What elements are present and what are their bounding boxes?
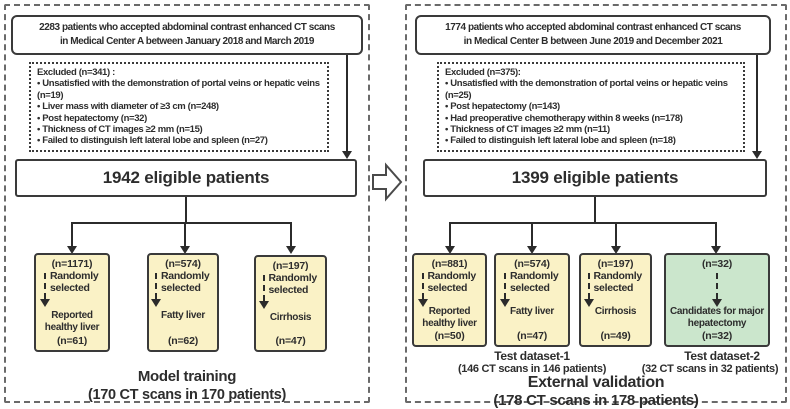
cohort-line-2: in Medical Center A between January 2018… bbox=[59, 36, 315, 47]
eligible-patients-box: 1942 eligible patients bbox=[15, 159, 357, 197]
test-dataset-1-caption: Test dataset-1 bbox=[494, 349, 570, 363]
excluded-criteria-box: Excluded (n=341) : • Unsatisfied with th… bbox=[29, 62, 329, 152]
group-result-count: (n=49) bbox=[600, 330, 631, 342]
group-count: (n=881) bbox=[431, 258, 468, 270]
cohort-line-2: in Medical Center B between June 2019 an… bbox=[463, 36, 723, 47]
model-training-caption: Model training bbox=[137, 368, 237, 385]
group-box-cirrhosis: (n=197) Randomly selected Cirrhosis (n=4… bbox=[254, 255, 327, 352]
selection-label: Randomly selected bbox=[268, 272, 318, 297]
dashed-down-arrow-icon bbox=[417, 273, 428, 307]
excluded-item: • Failed to distinguish left lateral lob… bbox=[445, 135, 676, 147]
dashed-down-arrow-icon bbox=[712, 273, 722, 307]
excluded-item: • Unsatisfied with the demonstration of … bbox=[37, 78, 320, 101]
excluded-item: • Post hepatectomy (n=32) bbox=[37, 112, 147, 124]
down-arrow-to-cirrhosis bbox=[286, 222, 296, 254]
selection-label: Randomly selected bbox=[161, 270, 210, 295]
selection-label: Randomly selected bbox=[50, 270, 99, 295]
elbow-connector-stem bbox=[185, 197, 187, 224]
cohort-line-1: 1774 patients who accepted abdominal con… bbox=[445, 22, 741, 33]
test-dataset-1-subcaption: (146 CT scans in 146 patients) bbox=[457, 363, 607, 375]
excluded-item: • Thickness of CT images ≥2 mm (n=15) bbox=[37, 123, 203, 135]
eligible-patients-box: 1399 eligible patients bbox=[423, 159, 767, 197]
group-count: (n=574) bbox=[514, 258, 550, 270]
eligible-patients-label: 1399 eligible patients bbox=[511, 168, 679, 187]
group-label: Reported healthy liver bbox=[422, 306, 477, 329]
group-result-count: (n=47) bbox=[275, 335, 306, 347]
test-dataset-2-subcaption: (32 CT scans in 32 patients) bbox=[641, 363, 779, 375]
dashed-down-arrow-icon bbox=[40, 273, 50, 307]
group-result-count: (n=61) bbox=[56, 335, 88, 347]
selection-label: Randomly selected bbox=[593, 270, 643, 295]
dashed-down-arrow-icon bbox=[500, 273, 510, 307]
random-selection: Randomly selected bbox=[40, 270, 100, 310]
external-validation-caption: External validation bbox=[527, 374, 665, 391]
cohort-line-1: 2283 patients who accepted abdominal con… bbox=[39, 22, 335, 33]
down-arrow-to-cirrhosis bbox=[611, 222, 621, 254]
group-box-hepatectomy-candidates: (n=32) Candidates for major hepatectomy … bbox=[664, 253, 770, 347]
excluded-item: • Failed to distinguish left lateral lob… bbox=[37, 135, 268, 147]
down-arrow-to-healthy-liver bbox=[445, 222, 455, 254]
elbow-connector-branch bbox=[449, 222, 717, 224]
model-training-subcaption: (170 CT scans in 170 patients) bbox=[87, 387, 287, 403]
elbow-connector-branch bbox=[71, 222, 292, 224]
eligible-patients-label: 1942 eligible patients bbox=[102, 168, 270, 187]
group-result-count: (n=62) bbox=[167, 335, 199, 347]
dashed-down-arrow-icon bbox=[151, 273, 161, 307]
group-box-healthy-liver: (n=881) Randomly selected Reported healt… bbox=[412, 253, 487, 347]
group-box-cirrhosis: (n=197) Randomly selected Cirrhosis (n=4… bbox=[579, 253, 652, 347]
excluded-title: Excluded (n=375): bbox=[445, 67, 521, 78]
group-result-count: (n=32) bbox=[701, 330, 733, 342]
external-validation-subcaption: (178 CT scans in 178 patients) bbox=[493, 392, 699, 409]
group-label: Cirrhosis bbox=[594, 306, 637, 317]
group-count: (n=1171) bbox=[51, 258, 93, 270]
block-arrow-icon bbox=[372, 162, 403, 202]
group-count: (n=32) bbox=[701, 258, 733, 270]
excluded-criteria-box: Excluded (n=375): • Unsatisfied with the… bbox=[437, 62, 745, 152]
group-box-fatty-liver: (n=574) Randomly selected Fatty liver (n… bbox=[494, 253, 570, 347]
random-selection: Randomly selected bbox=[258, 272, 319, 312]
down-arrow-to-fatty-liver bbox=[180, 222, 190, 254]
test-dataset-2-caption: Test dataset-2 bbox=[684, 349, 760, 363]
excluded-item: • Had preoperative chemotherapy within 8… bbox=[445, 112, 683, 124]
elbow-connector-stem bbox=[594, 197, 596, 224]
excluded-item: • Thickness of CT images ≥2 mm (n=11) bbox=[445, 123, 610, 135]
panel-external-validation: 1774 patients who accepted abdominal con… bbox=[405, 4, 787, 409]
selection-label: Randomly selected bbox=[510, 270, 559, 295]
down-arrow-to-healthy-liver bbox=[67, 222, 77, 254]
random-selection: Randomly selected bbox=[151, 270, 211, 310]
selection-flow bbox=[712, 270, 722, 307]
dashed-down-arrow-icon bbox=[258, 275, 269, 309]
cohort-box-center-b: 1774 patients who accepted abdominal con… bbox=[415, 15, 771, 55]
random-selection: Randomly selected bbox=[417, 270, 478, 307]
random-selection: Randomly selected bbox=[583, 270, 644, 307]
group-result-count: (n=50) bbox=[434, 330, 465, 342]
group-count: (n=197) bbox=[272, 260, 309, 272]
group-box-fatty-liver: (n=574) Randomly selected Fatty liver (n… bbox=[147, 253, 219, 352]
group-count: (n=197) bbox=[597, 258, 634, 270]
group-label: Cirrhosis bbox=[269, 312, 312, 323]
group-label: Fatty liver bbox=[161, 310, 205, 321]
excluded-item: • Liver mass with diameter of ≥3 cm (n=2… bbox=[37, 101, 219, 113]
down-arrow-cohort-to-eligible bbox=[752, 55, 762, 159]
group-result-count: (n=47) bbox=[516, 330, 548, 342]
cohort-box-center-a: 2283 patients who accepted abdominal con… bbox=[11, 15, 363, 55]
group-label: Fatty liver bbox=[510, 306, 554, 317]
group-label: Candidates for major hepatectomy bbox=[669, 306, 765, 329]
excluded-item: • Post hepatectomy (n=143) bbox=[445, 101, 560, 113]
excluded-title: Excluded (n=341) : bbox=[37, 67, 115, 78]
down-arrow-to-hepatectomy bbox=[711, 222, 721, 254]
down-arrow-cohort-to-eligible bbox=[342, 55, 352, 159]
down-arrow-to-fatty-liver bbox=[527, 222, 537, 254]
selection-label: Randomly selected bbox=[427, 270, 477, 295]
group-box-healthy-liver: (n=1171) Randomly selected Reported heal… bbox=[34, 253, 110, 352]
excluded-item: • Unsatisfied with the demonstration of … bbox=[445, 78, 728, 101]
group-label: Reported healthy liver bbox=[44, 310, 100, 333]
panel-model-training: 2283 patients who accepted abdominal con… bbox=[4, 4, 370, 403]
random-selection: Randomly selected bbox=[500, 270, 560, 307]
dashed-down-arrow-icon bbox=[583, 273, 594, 307]
group-count: (n=574) bbox=[165, 258, 201, 270]
